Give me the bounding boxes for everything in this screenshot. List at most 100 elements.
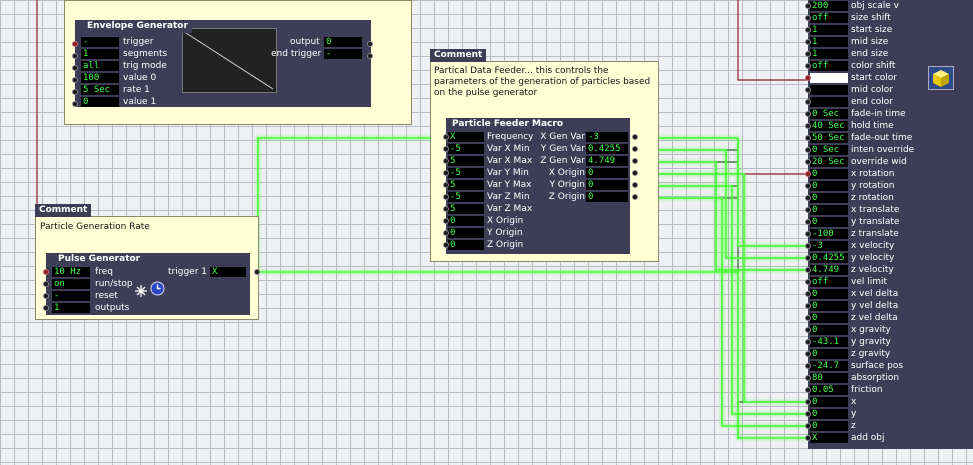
- pulse-freq-field[interactable]: 10 Hz: [52, 267, 90, 277]
- particle-input-port[interactable]: [805, 171, 811, 177]
- feeder-input-port[interactable]: [443, 158, 449, 164]
- envelope-generator-actor[interactable]: Envelope Generator - trigger 1 segments …: [72, 20, 373, 107]
- envelope-trigger-field[interactable]: -: [81, 37, 119, 47]
- particle-input-port[interactable]: [805, 219, 811, 225]
- feeder-input-field[interactable]: -5: [448, 192, 484, 202]
- particle-input-port[interactable]: [805, 51, 811, 57]
- feeder-output-field[interactable]: 0.4255: [586, 144, 628, 154]
- envelope-segments-field[interactable]: 1: [81, 49, 119, 59]
- particle-input-port[interactable]: [805, 135, 811, 141]
- pulse-trigger-field[interactable]: X: [210, 267, 246, 277]
- feeder-output-port[interactable]: [632, 158, 638, 164]
- particle-input-port[interactable]: [805, 183, 811, 189]
- particle-input-port[interactable]: [805, 147, 811, 153]
- particle-input-field[interactable]: 0: [810, 313, 848, 323]
- envelope-endtrigger-field[interactable]: -: [324, 49, 362, 59]
- particle-input-field[interactable]: 0: [810, 349, 848, 359]
- particle-input-port[interactable]: [805, 63, 811, 69]
- particle-input-field[interactable]: 0: [810, 193, 848, 203]
- envelope-value1-port[interactable]: [72, 101, 78, 107]
- particle-input-port[interactable]: [805, 303, 811, 309]
- particle-input-port[interactable]: [805, 267, 811, 273]
- particle-input-field[interactable]: 0: [810, 181, 848, 191]
- particle-input-port[interactable]: [805, 27, 811, 33]
- feeder-output-field[interactable]: 0: [586, 180, 628, 190]
- pulse-runstop-port[interactable]: [43, 281, 49, 287]
- envelope-value1-field[interactable]: 0: [81, 97, 119, 107]
- particle-input-field[interactable]: 0: [810, 217, 848, 227]
- particle-input-field[interactable]: 200: [810, 1, 848, 11]
- feeder-input-port[interactable]: [443, 206, 449, 212]
- particle-input-field[interactable]: -24.7: [810, 361, 848, 371]
- feeder-input-port[interactable]: [443, 146, 449, 152]
- particle-input-field[interactable]: 1: [810, 49, 848, 59]
- pulse-trigger-port[interactable]: [254, 269, 260, 275]
- envelope-output-field[interactable]: 0: [324, 37, 362, 47]
- feeder-output-field[interactable]: 0: [586, 192, 628, 202]
- particle-input-port[interactable]: [805, 75, 811, 81]
- particle-input-field[interactable]: 80: [810, 373, 848, 383]
- particle-input-port[interactable]: [805, 123, 811, 129]
- particle-input-port[interactable]: [805, 387, 811, 393]
- particle-input-field[interactable]: 4.749: [810, 265, 848, 275]
- particle-input-field[interactable]: off: [810, 61, 848, 71]
- envelope-value0-field[interactable]: 100: [81, 73, 119, 83]
- particle-input-port[interactable]: [805, 423, 811, 429]
- particle-input-port[interactable]: [805, 159, 811, 165]
- envelope-rate1-field[interactable]: 5 Sec: [81, 85, 119, 95]
- pulse-generator-actor[interactable]: Pulse Generator 10 Hz freq on run/stop -…: [43, 253, 260, 315]
- feeder-input-field[interactable]: -5: [448, 144, 484, 154]
- particle-input-port[interactable]: [805, 231, 811, 237]
- particle-input-port[interactable]: [805, 99, 811, 105]
- particle-input-port[interactable]: [805, 195, 811, 201]
- particle-input-port[interactable]: [805, 111, 811, 117]
- feeder-output-port[interactable]: [632, 170, 638, 176]
- feeder-input-field[interactable]: 5: [448, 204, 484, 214]
- particle-input-field[interactable]: 0.4255: [810, 253, 848, 263]
- particle-input-field[interactable]: 20 Sec: [810, 157, 848, 167]
- feeder-output-field[interactable]: 0: [586, 168, 628, 178]
- particle-input-port[interactable]: [805, 363, 811, 369]
- particle-input-field[interactable]: 1: [810, 25, 848, 35]
- particle-input-port[interactable]: [805, 3, 811, 9]
- particle-input-port[interactable]: [805, 375, 811, 381]
- feeder-input-port[interactable]: [443, 194, 449, 200]
- envelope-trigmode-field[interactable]: all: [81, 61, 119, 71]
- particle-input-field[interactable]: 0: [810, 325, 848, 335]
- particle-input-field[interactable]: 0 Sec: [810, 109, 848, 119]
- particle-input-port[interactable]: [805, 39, 811, 45]
- feeder-output-field[interactable]: 4.749: [586, 156, 628, 166]
- particle-input-field[interactable]: off: [810, 277, 848, 287]
- particle-input-field[interactable]: 0: [810, 205, 848, 215]
- feeder-output-port[interactable]: [632, 146, 638, 152]
- particle-input-field[interactable]: [810, 97, 848, 107]
- pulse-runstop-field[interactable]: on: [52, 279, 90, 289]
- particle-input-port[interactable]: [805, 411, 811, 417]
- envelope-segments-port[interactable]: [72, 53, 78, 59]
- particle-input-field[interactable]: -100: [810, 229, 848, 239]
- feeder-input-field[interactable]: 5: [448, 156, 484, 166]
- feeder-input-field[interactable]: 0: [448, 216, 484, 226]
- particle-input-port[interactable]: [805, 87, 811, 93]
- particle-input-field[interactable]: 40 Sec: [810, 121, 848, 131]
- particle-input-field[interactable]: -43.1: [810, 337, 848, 347]
- particle-input-port[interactable]: [805, 291, 811, 297]
- pulse-freq-port[interactable]: [43, 269, 49, 275]
- pulse-outputs-field[interactable]: 1: [52, 303, 90, 313]
- particle-input-field[interactable]: 0: [810, 301, 848, 311]
- particle-input-field[interactable]: 0: [810, 421, 848, 431]
- particle-input-field[interactable]: -3: [810, 241, 848, 251]
- feeder-output-port[interactable]: [632, 182, 638, 188]
- feeder-input-port[interactable]: [443, 218, 449, 224]
- particle-input-port[interactable]: [805, 351, 811, 357]
- feeder-input-port[interactable]: [443, 134, 449, 140]
- particle-input-field[interactable]: off: [810, 13, 848, 23]
- envelope-trigmode-port[interactable]: [72, 65, 78, 71]
- particle-input-field[interactable]: 0: [810, 397, 848, 407]
- feeder-input-field[interactable]: -5: [448, 168, 484, 178]
- envelope-output-port[interactable]: [367, 41, 373, 47]
- particle-input-field[interactable]: 1: [810, 37, 848, 47]
- particle-input-field[interactable]: 0 Sec: [810, 145, 848, 155]
